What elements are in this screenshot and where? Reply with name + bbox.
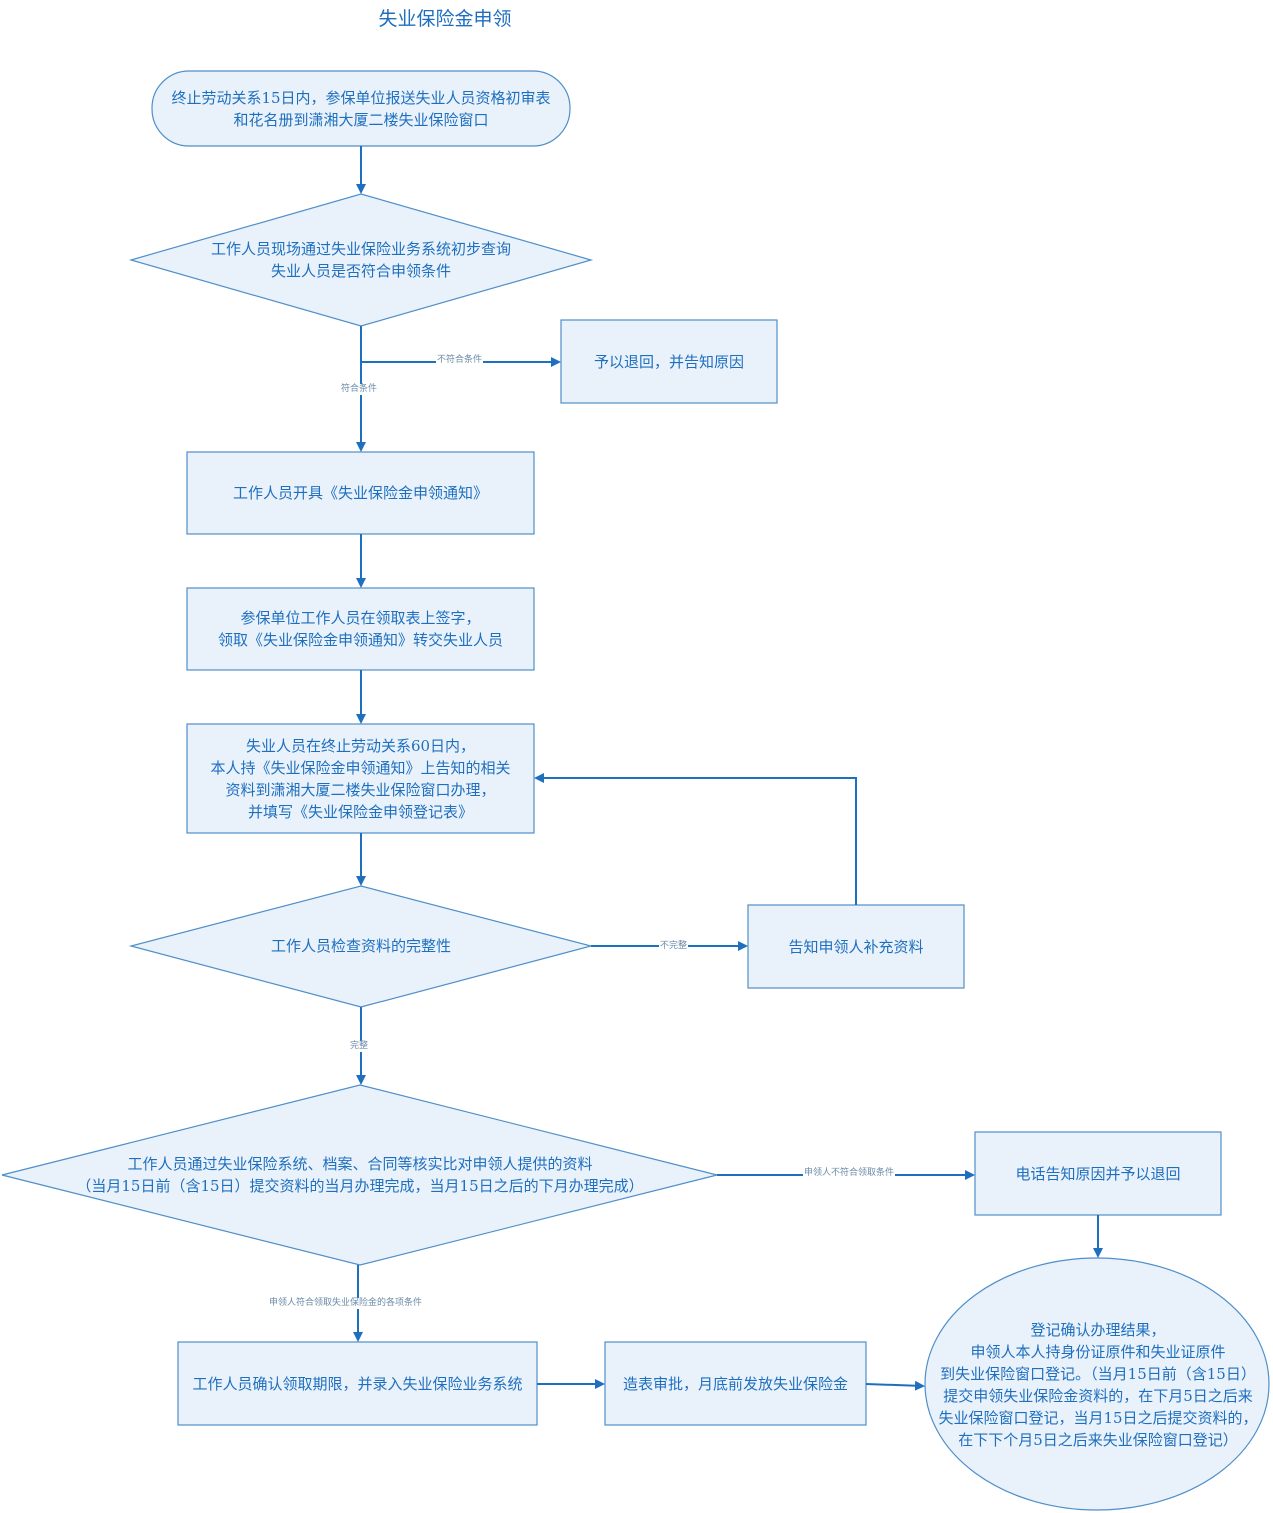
confirm-period-box [177,1341,538,1426]
eligibility-decision [128,193,594,327]
edge-supplement-to-apply [534,773,857,905]
notify-supplement-box [747,904,965,989]
edge-label-complete: 完整 [349,1041,370,1052]
issue-notice-box [186,451,535,535]
apply-in-person-box [186,723,535,834]
verify-decision [1,1084,718,1266]
edge-label-eligible: 符合条件 [340,384,379,395]
phone-reject-box [974,1131,1222,1216]
completeness-decision [128,885,594,1008]
approve-pay-box [604,1341,867,1426]
edge-approve-to-register [865,1380,925,1391]
unit-sign-box [186,587,535,671]
edge-label-incomplete: 不完整 [659,941,689,952]
start-terminal [151,70,571,147]
edge-label-applicant-eligible: 申领人符合领取失业保险金的各项条件 [268,1298,424,1309]
edge-label-not-eligible: 不符合条件 [436,355,484,366]
edge-label-applicant-not-eligible: 申领人不符合领取条件 [803,1168,896,1179]
diagram-title: 失业保险金申领 [378,8,512,30]
reject-return-box [560,319,778,404]
register-result-terminal [924,1257,1270,1511]
